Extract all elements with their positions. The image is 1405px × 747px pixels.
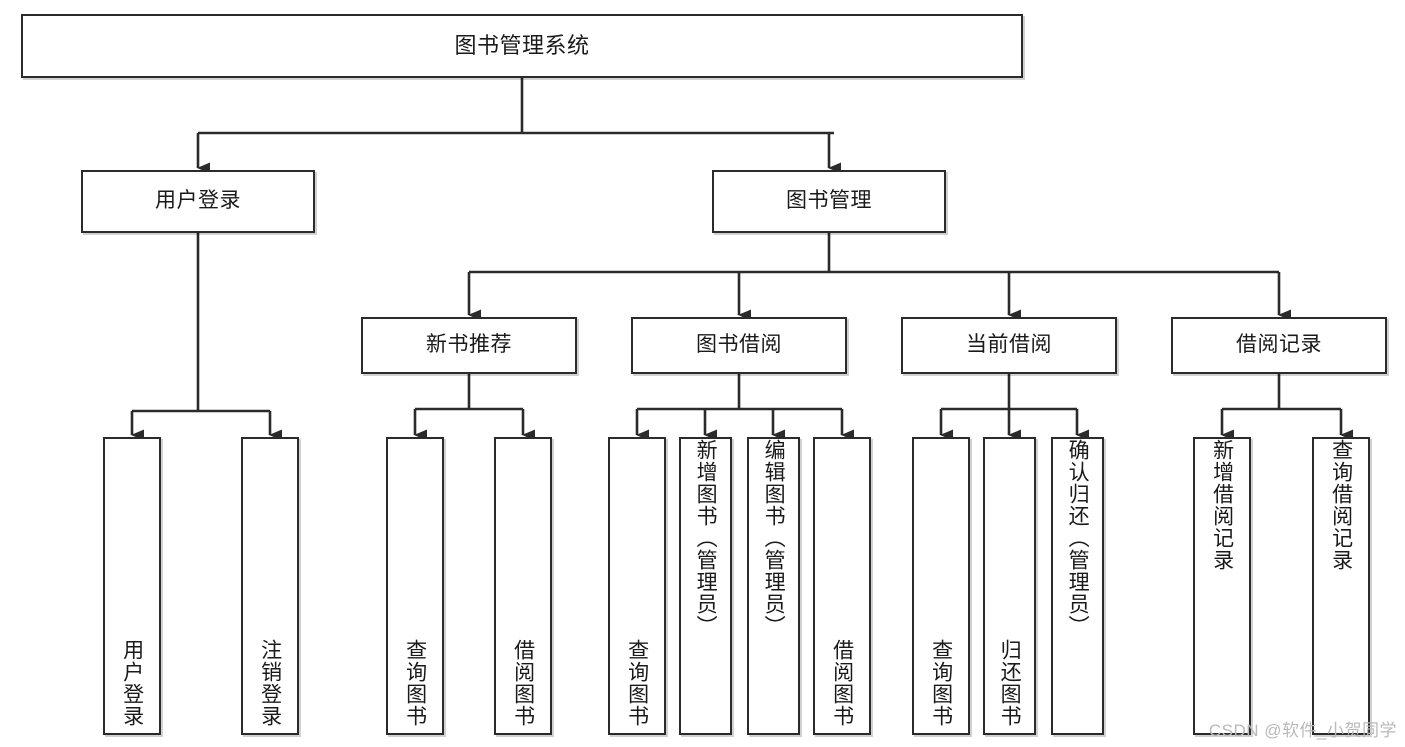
node-leaf-query-borrow-record[interactable]: 查询借阅记录	[1312, 437, 1370, 735]
node-leaf-return-book[interactable]: 归还图书	[983, 437, 1036, 735]
connector-group-borrow-record	[1220, 374, 1353, 441]
connector-group-book-manage	[467, 233, 1291, 321]
node-leaf-edit-book-admin[interactable]: 编辑图书（管理员）	[747, 437, 800, 735]
node-label: 图书管理系统	[454, 33, 590, 59]
node-leaf-new-book-borrow[interactable]: 借阅图书	[494, 437, 552, 735]
node-leaf-confirm-return-admin[interactable]: 确认归还（管理员）	[1051, 437, 1104, 735]
node-leaf-borrow-query-book[interactable]: 查询图书	[608, 437, 666, 735]
node-label: 注销登录	[258, 639, 282, 727]
node-label: 确认归还（管理员）	[1066, 439, 1090, 637]
connector-group-new-book	[413, 374, 535, 441]
node-book-borrow[interactable]: 图书借阅	[631, 317, 847, 374]
node-label: 归还图书	[998, 639, 1022, 727]
connector-group-root	[196, 78, 841, 174]
node-leaf-new-book-query[interactable]: 查询图书	[386, 437, 444, 735]
node-label: 查询图书	[403, 639, 427, 727]
node-label: 查询图书	[929, 639, 953, 727]
node-label: 用户登录	[120, 639, 144, 727]
node-leaf-add-book-admin[interactable]: 新增图书（管理员）	[679, 437, 732, 735]
node-label: 编辑图书（管理员）	[762, 439, 786, 637]
node-label: 图书借阅	[696, 333, 782, 357]
node-leaf-current-query-book[interactable]: 查询图书	[912, 437, 970, 735]
node-borrow-record[interactable]: 借阅记录	[1171, 317, 1387, 374]
node-root-book-management-system[interactable]: 图书管理系统	[21, 14, 1023, 78]
node-leaf-borrow-book[interactable]: 借阅图书	[813, 437, 871, 735]
node-current-borrow[interactable]: 当前借阅	[901, 317, 1117, 374]
node-label: 借阅记录	[1236, 333, 1322, 357]
watermark-text: CSDN @软件_小贺同学	[1208, 721, 1397, 740]
connector-group-book-borrow	[635, 374, 854, 441]
node-leaf-add-borrow-record[interactable]: 新增借阅记录	[1193, 437, 1251, 735]
node-label: 查询借阅记录	[1329, 439, 1353, 571]
node-label: 图书管理	[786, 189, 872, 213]
node-label: 新增图书（管理员）	[694, 439, 718, 637]
node-label: 借阅图书	[511, 639, 535, 727]
node-label: 新增借阅记录	[1210, 439, 1234, 571]
node-leaf-user-login-do[interactable]: 用户登录	[103, 437, 161, 735]
connector-group-current-borrow	[939, 374, 1089, 441]
node-leaf-user-logout[interactable]: 注销登录	[241, 437, 299, 735]
node-label: 查询图书	[625, 639, 649, 727]
connector-group-user-login	[130, 233, 282, 441]
node-label: 借阅图书	[830, 639, 854, 727]
node-label: 当前借阅	[966, 333, 1052, 357]
node-label: 用户登录	[155, 189, 241, 213]
node-new-book-recommend[interactable]: 新书推荐	[361, 317, 577, 374]
node-book-management[interactable]: 图书管理	[712, 170, 946, 233]
node-user-login[interactable]: 用户登录	[81, 170, 315, 233]
node-label: 新书推荐	[426, 333, 512, 357]
